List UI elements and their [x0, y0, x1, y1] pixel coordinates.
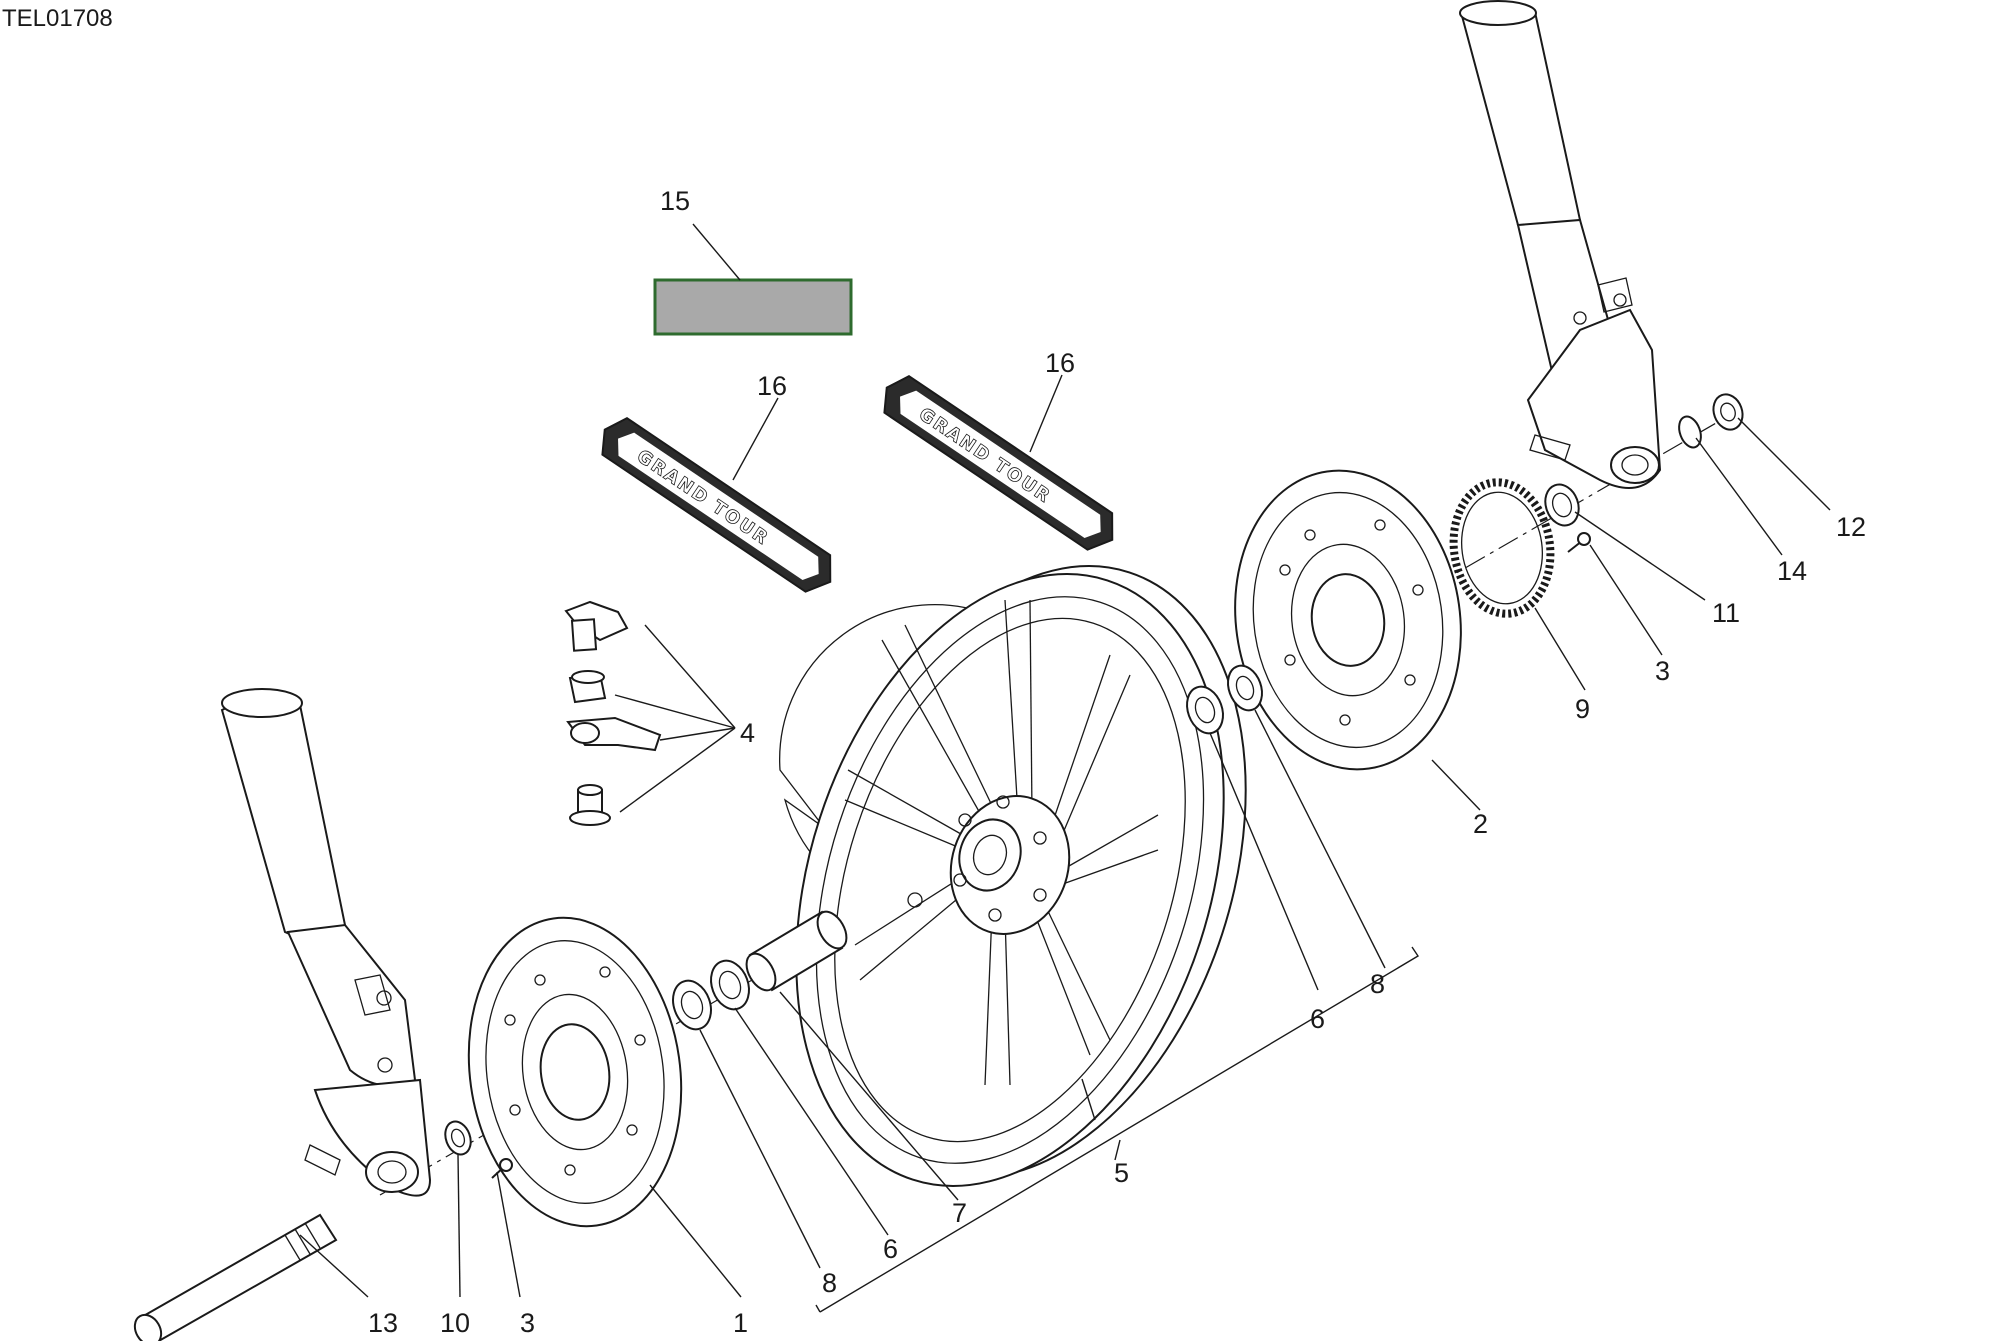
- callout-8-left: 8: [822, 1268, 837, 1298]
- brake-disc-right: [1234, 469, 1462, 771]
- fork-leg-right: [1459, 0, 1662, 489]
- fork-leg-left: [220, 688, 432, 1197]
- callout-7: 7: [952, 1198, 967, 1228]
- callout-2: 2: [1473, 809, 1488, 839]
- callout-10: 10: [440, 1308, 470, 1338]
- spacer-7: [745, 910, 848, 992]
- callout-labels: 15 16 16 4 2 9 3 11 14 12 6 8 5 7 6 8 1 …: [368, 186, 1866, 1338]
- bearing-6-left: [710, 959, 750, 1011]
- screw-3-left: [491, 1158, 513, 1179]
- bearing-6-right: [1186, 685, 1224, 735]
- callout-5: 5: [1114, 1158, 1129, 1188]
- brake-disc-left: [467, 916, 683, 1228]
- detail-bubble: [564, 600, 1091, 916]
- drawing-code: TEL01708: [2, 5, 113, 32]
- spacer-11: [1544, 483, 1580, 527]
- leader-lines: [299, 223, 1831, 1313]
- callout-3-left: 3: [520, 1308, 535, 1338]
- callout-15: 15: [660, 186, 690, 216]
- washer-14: [1678, 415, 1702, 449]
- axle-13: [133, 1213, 338, 1341]
- callout-12: 12: [1836, 512, 1866, 542]
- nut-12: [1712, 393, 1744, 431]
- callout-14: 14: [1777, 556, 1807, 586]
- callout-8-right: 8: [1370, 969, 1385, 999]
- callout-9: 9: [1575, 694, 1590, 724]
- decal-left: GRAND TOUR: [601, 417, 832, 593]
- callout-16-right: 16: [1045, 348, 1075, 378]
- callout-4: 4: [740, 718, 755, 748]
- callout-1: 1: [733, 1308, 748, 1338]
- screw-3-right: [1567, 532, 1591, 553]
- callout-16-left: 16: [757, 371, 787, 401]
- abs-tone-ring: [1449, 478, 1555, 618]
- seal-8-right: [1227, 664, 1263, 712]
- decal-right: GRAND TOUR: [883, 375, 1114, 551]
- spacer-10: [444, 1120, 472, 1156]
- seal-8-left: [672, 979, 712, 1031]
- decal-right-text: GRAND TOUR: [915, 404, 1055, 508]
- callout-3-right: 3: [1655, 656, 1670, 686]
- callout-6-right: 6: [1310, 1004, 1325, 1034]
- wheel-rim: [795, 565, 1247, 1187]
- callout-11: 11: [1712, 598, 1740, 628]
- callout-6-left: 6: [883, 1234, 898, 1264]
- callout-13: 13: [368, 1308, 398, 1338]
- label-sticker: [653, 278, 853, 336]
- decal-left-text: GRAND TOUR: [633, 446, 773, 550]
